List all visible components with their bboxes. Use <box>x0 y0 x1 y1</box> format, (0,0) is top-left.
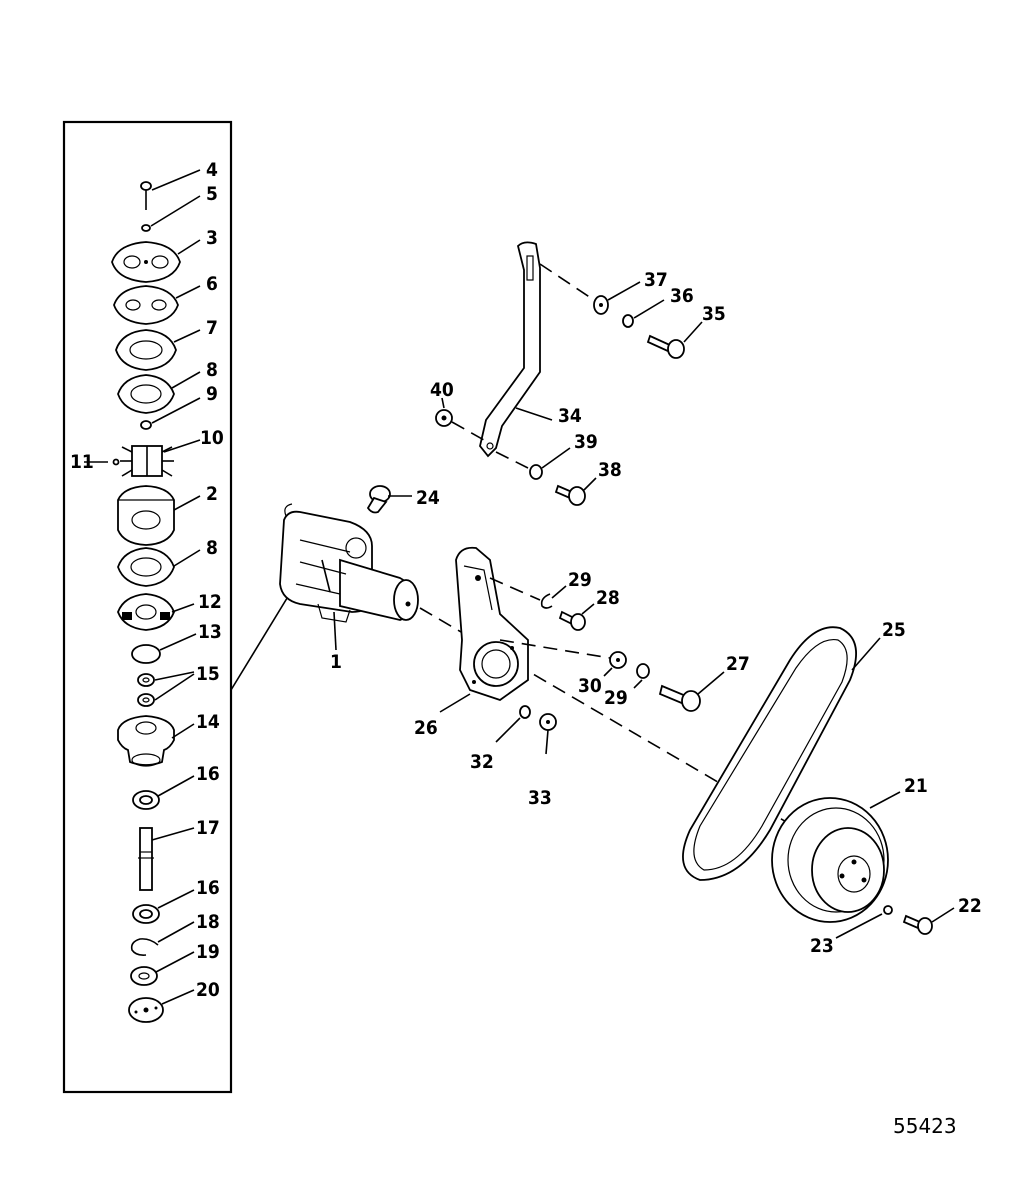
pump-detail-inset-frame <box>62 120 233 1094</box>
callout-3: 3 <box>206 227 218 249</box>
part-1-pump-assembly <box>279 503 419 623</box>
callout-13: 13 <box>198 621 222 643</box>
callout-29-upper: 29 <box>568 569 592 591</box>
callout-30: 30 <box>578 675 602 697</box>
part-5-washer <box>141 224 151 232</box>
part-11-pin <box>112 458 120 466</box>
main-leader-lines <box>333 281 955 939</box>
part-2-impeller-housing <box>117 485 175 546</box>
callout-15: 15 <box>196 663 220 685</box>
part-33-nut <box>539 713 557 731</box>
part-13-o-ring <box>131 644 161 664</box>
callout-38: 38 <box>598 459 622 481</box>
part-22-bolt <box>902 914 933 935</box>
figure-number: 55423 <box>893 1114 957 1138</box>
part-24-fitting <box>366 485 391 514</box>
part-18-snap-ring <box>130 938 159 956</box>
part-30-washer <box>609 651 627 669</box>
part-10-impeller <box>120 445 174 477</box>
callout-34: 34 <box>558 405 582 427</box>
part-19-washer <box>130 966 158 986</box>
callout-26: 26 <box>414 717 438 739</box>
callout-12: 12 <box>198 591 222 613</box>
part-16-bearing-lower <box>132 904 160 924</box>
callout-36: 36 <box>670 285 694 307</box>
callout-35: 35 <box>702 303 726 325</box>
part-8-gasket-lower <box>117 547 175 587</box>
callout-24: 24 <box>416 487 440 509</box>
assembly-dashed-lines <box>451 263 611 659</box>
callout-20: 20 <box>196 979 220 1001</box>
callout-4: 4 <box>206 159 218 181</box>
callout-19: 19 <box>196 941 220 963</box>
part-7-face-plate <box>115 329 177 371</box>
callout-37: 37 <box>644 269 668 291</box>
callout-5: 5 <box>206 183 218 205</box>
part-20-hub <box>128 997 164 1023</box>
part-9-key <box>140 420 152 430</box>
part-6-gasket <box>113 285 179 325</box>
callout-25: 25 <box>882 619 906 641</box>
part-21-pulley <box>771 797 889 923</box>
part-37-washer <box>593 295 609 315</box>
part-39-washer <box>529 464 543 480</box>
callout-21: 21 <box>904 775 928 797</box>
callout-33: 33 <box>528 787 552 809</box>
part-14-pump-body <box>117 715 175 767</box>
inset-leader-lines <box>84 169 201 1005</box>
part-28-bolt <box>558 610 586 631</box>
part-8-gasket-upper <box>117 374 175 414</box>
part-4-screw <box>140 181 152 210</box>
callout-27: 27 <box>726 653 750 675</box>
part-27-bolt <box>658 684 701 712</box>
callout-28: 28 <box>596 587 620 609</box>
part-25-drive-belt <box>682 626 857 881</box>
part-40-nut <box>435 409 453 427</box>
part-36-lockwasher <box>622 314 634 328</box>
part-32-washer <box>519 705 531 719</box>
part-3-cover-plate <box>111 241 181 283</box>
callout-8-lower: 8 <box>206 537 218 559</box>
callout-labels: 4 5 3 6 7 8 9 10 11 2 8 12 13 15 14 16 1… <box>70 159 982 1001</box>
part-29-washer-lower <box>636 663 650 679</box>
part-29-washer-upper <box>540 593 553 609</box>
part-34-adjusting-bracket <box>479 241 541 458</box>
part-35-bolt <box>646 334 685 359</box>
callout-17: 17 <box>196 817 220 839</box>
part-23-washer <box>883 905 893 915</box>
callout-40: 40 <box>430 379 454 401</box>
callout-14: 14 <box>196 711 220 733</box>
callout-2: 2 <box>206 483 218 505</box>
part-17-shaft <box>138 827 154 891</box>
callout-23: 23 <box>810 935 834 957</box>
callout-7: 7 <box>206 317 218 339</box>
callout-18: 18 <box>196 911 220 933</box>
callout-8-upper: 8 <box>206 359 218 381</box>
part-12-wear-plate <box>117 593 175 631</box>
callout-22: 22 <box>958 895 982 917</box>
inset-connector-line <box>230 589 293 691</box>
part-15-seals <box>137 673 155 707</box>
callout-29-lower: 29 <box>604 687 628 709</box>
callout-9: 9 <box>206 383 218 405</box>
part-16-bearing-upper <box>132 790 160 810</box>
callout-16-lower: 16 <box>196 877 220 899</box>
callout-32: 32 <box>470 751 494 773</box>
callout-11: 11 <box>70 451 94 473</box>
callout-1: 1 <box>330 651 342 673</box>
part-26-mounting-bracket <box>455 546 529 701</box>
callout-6: 6 <box>206 273 218 295</box>
callout-10: 10 <box>200 427 224 449</box>
part-38-bolt <box>554 484 586 506</box>
callout-16-upper: 16 <box>196 763 220 785</box>
callout-39: 39 <box>574 431 598 453</box>
